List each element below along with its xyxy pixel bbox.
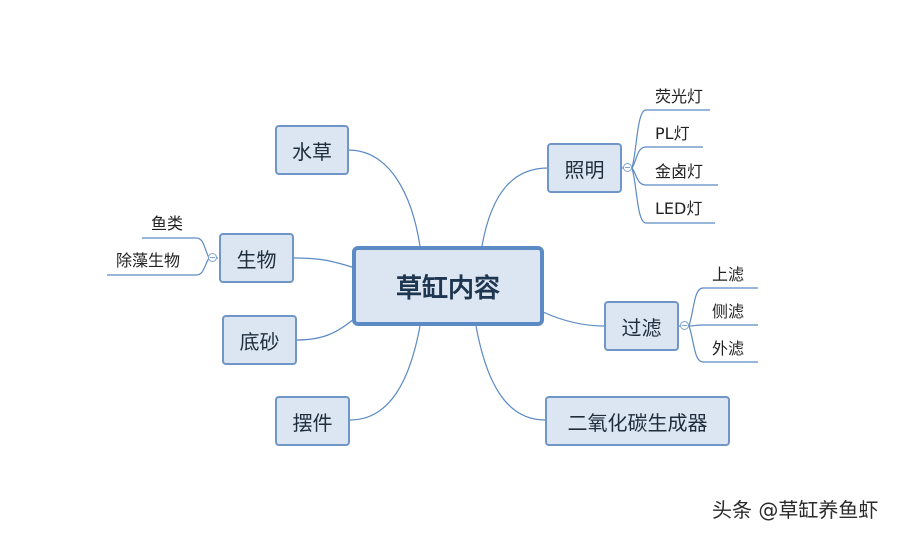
connector-guolv	[542, 311, 605, 327]
connector-yingguang	[631, 109, 710, 169]
connector-co2	[475, 325, 546, 421]
branch-co2-label: 二氧化碳生成器	[567, 410, 708, 435]
connector-baijian	[349, 325, 421, 421]
guolv-collapse-toggle[interactable]	[680, 321, 689, 330]
branch-guolv[interactable]: 过滤	[604, 301, 679, 351]
connector-chuzao	[107, 257, 210, 276]
connector-zhaoming	[481, 167, 549, 247]
leaf-yingguangdeng[interactable]: 荧光灯	[655, 87, 704, 106]
connector-disha	[295, 317, 356, 341]
shengwu-collapse-toggle[interactable]	[208, 253, 217, 262]
branch-zhaoming-label: 照明	[564, 157, 605, 182]
branch-disha-label: 底砂	[239, 329, 280, 354]
leaf-yulei[interactable]: 鱼类	[151, 214, 184, 233]
branch-baijian-label: 摆件	[292, 410, 333, 435]
branch-co2[interactable]: 二氧化碳生成器	[545, 396, 730, 446]
connector-shengwu	[293, 257, 356, 269]
connector-shanglv	[688, 287, 758, 327]
branch-shengwu[interactable]: 生物	[219, 233, 294, 283]
branch-shuicao-label: 水草	[292, 139, 332, 164]
branch-guolv-label: 过滤	[621, 315, 662, 340]
leaf-wailv[interactable]: 外滤	[712, 339, 745, 358]
branch-shengwu-label: 生物	[236, 247, 277, 272]
zhaoming-collapse-toggle[interactable]	[623, 163, 632, 172]
branch-disha[interactable]: 底砂	[222, 315, 297, 365]
connector-led	[631, 167, 715, 224]
connector-jinlu	[631, 167, 718, 186]
watermark: 头条 @草缸养鱼虾	[712, 498, 879, 522]
connector-yulei	[142, 237, 210, 259]
branch-shuicao[interactable]: 水草	[275, 125, 349, 175]
leaf-celv[interactable]: 侧滤	[712, 302, 745, 321]
connector-celv	[688, 324, 758, 327]
branch-baijian[interactable]: 摆件	[275, 396, 350, 446]
leaf-shanglv[interactable]: 上滤	[712, 265, 745, 284]
leaf-leddeng[interactable]: LED灯	[655, 199, 703, 218]
central-topic-label: 草缸内容	[395, 273, 500, 304]
connector-waila	[688, 325, 758, 363]
leaf-jinludeng[interactable]: 金卤灯	[655, 162, 704, 181]
connector-pl	[631, 146, 703, 169]
branch-zhaoming[interactable]: 照明	[547, 143, 622, 193]
leaf-chuzaoshengwu[interactable]: 除藻生物	[116, 251, 181, 270]
leaf-pldeng[interactable]: PL灯	[655, 124, 690, 143]
central-topic[interactable]: 草缸内容	[352, 246, 544, 326]
connector-shuicao	[347, 149, 421, 247]
